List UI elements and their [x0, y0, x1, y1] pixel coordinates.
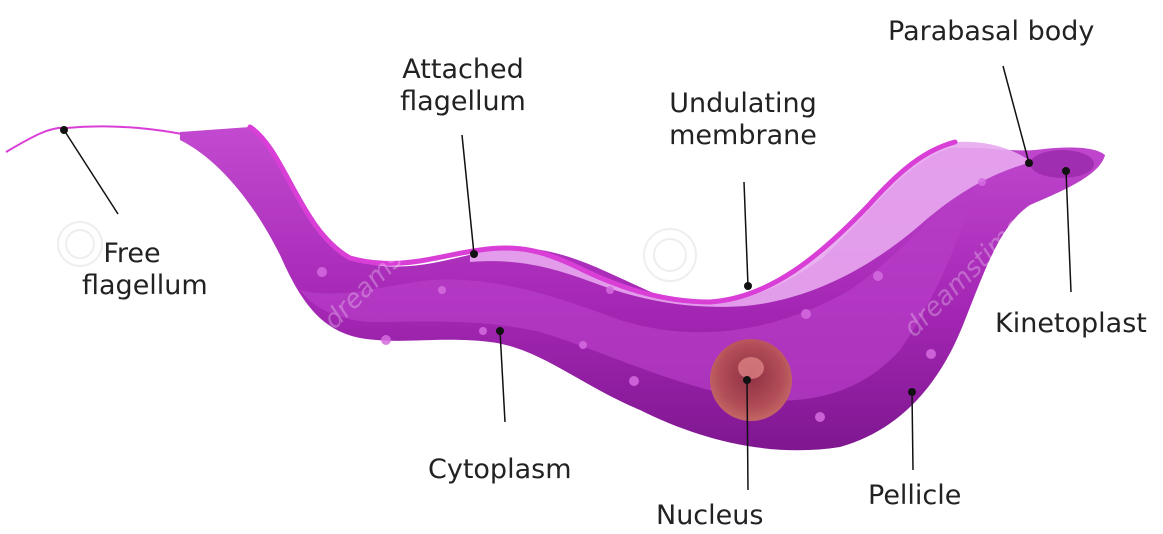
kinetoplast-region [1030, 150, 1094, 178]
leader-cytoplasm [500, 331, 505, 422]
label-cytoplasm: Cytoplasm [428, 454, 572, 486]
leader-kinetoplast [1066, 171, 1071, 292]
label-attached-flagellum: Attached flagellum [396, 54, 530, 118]
leader-parabasal-body [1003, 66, 1029, 163]
leader-undulating-membrane [744, 182, 748, 286]
free-flagellum-strand [6, 126, 182, 152]
leader-pellicle [912, 392, 913, 470]
leader-attached-flagellum [462, 135, 474, 254]
leader-nucleus [747, 380, 748, 490]
label-free-flagellum: Free flagellum [82, 238, 182, 302]
label-kinetoplast: Kinetoplast [995, 308, 1147, 340]
label-parabasal-body: Parabasal body [888, 16, 1094, 48]
label-undulating-membrane: Undulating membrane [660, 88, 826, 152]
label-pellicle: Pellicle [868, 480, 961, 512]
nucleolus-shape [738, 357, 764, 379]
label-nucleus: Nucleus [656, 500, 763, 532]
leader-free-flagellum [64, 130, 118, 214]
